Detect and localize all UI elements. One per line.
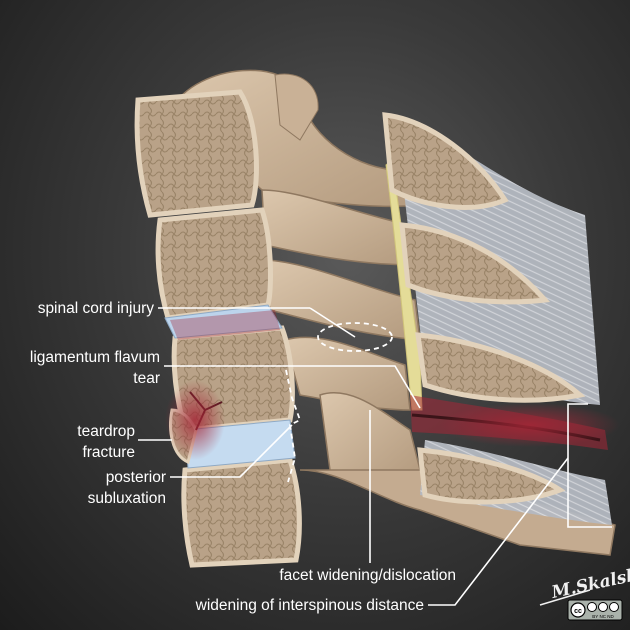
label-ligamentum-flavum-2: tear [133, 370, 160, 387]
label-interspinous-widening: widening of interspinous distance [195, 597, 424, 614]
ligament-tear [410, 395, 620, 450]
label-teardrop-2: fracture [82, 444, 135, 461]
label-facet-widening: facet widening/dislocation [279, 567, 456, 584]
leader-lines [138, 307, 569, 606]
label-posterior-2: subluxation [88, 490, 166, 507]
spinous-processes [382, 112, 586, 505]
annotations: spinal cord injury ligamentum flavum tea… [30, 300, 456, 614]
spinal-cord-injury-outline [317, 322, 393, 352]
interspinous-bracket [567, 403, 612, 528]
svg-text:BY NC ND: BY NC ND [592, 614, 614, 619]
license-badge: cc BY NC ND [567, 599, 623, 621]
label-ligamentum-flavum-1: ligamentum flavum [30, 349, 160, 366]
label-teardrop-1: teardrop [77, 423, 135, 440]
svg-text:M.Skalski: M.Skalski [549, 564, 630, 603]
teardrop-fragment [165, 380, 225, 465]
label-posterior-1: posterior [106, 469, 166, 486]
subluxation-outline [285, 369, 302, 483]
signature: M.Skalski [539, 564, 630, 606]
svg-text:cc: cc [574, 608, 582, 615]
label-spinal-cord-injury: spinal cord injury [38, 300, 155, 317]
